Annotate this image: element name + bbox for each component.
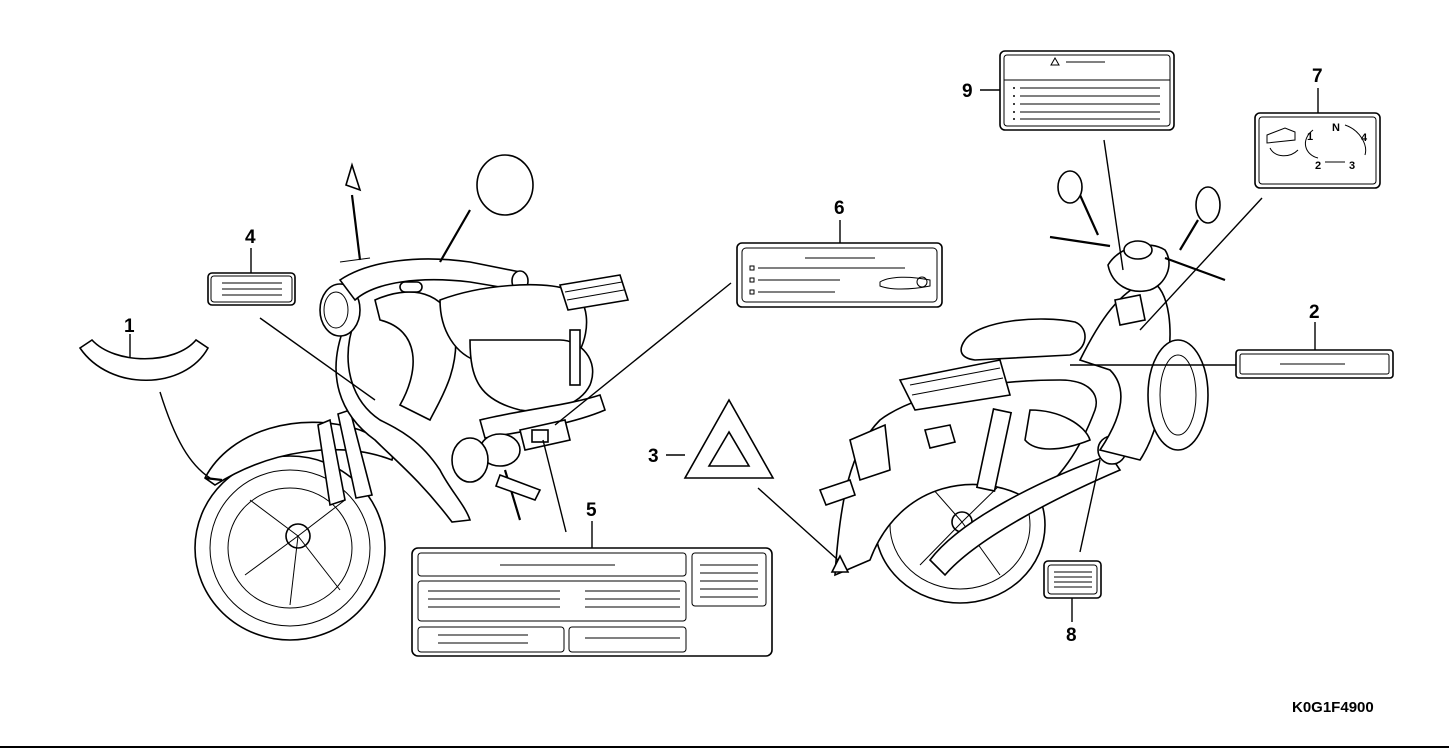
part-3-warning-triangle: 3 [648,398,850,573]
gear-4: 4 [1361,132,1368,144]
part-code: K0G1F4900 [1292,699,1374,716]
gear-1: 1 [1307,131,1313,143]
left-motorcycle-illustration [194,154,630,641]
callout-7: 7 [1312,66,1323,87]
callout-6: 6 [834,198,845,219]
callout-5: 5 [586,500,597,521]
callout-1: 1 [124,316,135,337]
part-2-label: 2 [1070,302,1394,379]
part-9-label: 9 [962,50,1175,271]
part-8-label: 8 [1043,459,1102,646]
callout-3: 3 [648,446,659,467]
right-motorcycle-illustration [818,170,1226,604]
callout-2: 2 [1309,302,1320,323]
bottom-border [0,746,1449,748]
callout-9: 9 [962,81,973,102]
part-7-gear-label: N 1 4 2 3 7 [1139,66,1381,331]
part-1-fender-stripe: 1 [78,316,211,479]
callout-8: 8 [1066,625,1077,646]
part-5-label: 5 [411,439,773,657]
gear-3: 3 [1349,160,1355,172]
gear-2: 2 [1315,160,1321,172]
part-4-label: 4 [207,227,376,401]
part-6-label: 6 [554,198,943,426]
callout-4: 4 [245,227,256,248]
gear-n: N [1332,122,1340,134]
